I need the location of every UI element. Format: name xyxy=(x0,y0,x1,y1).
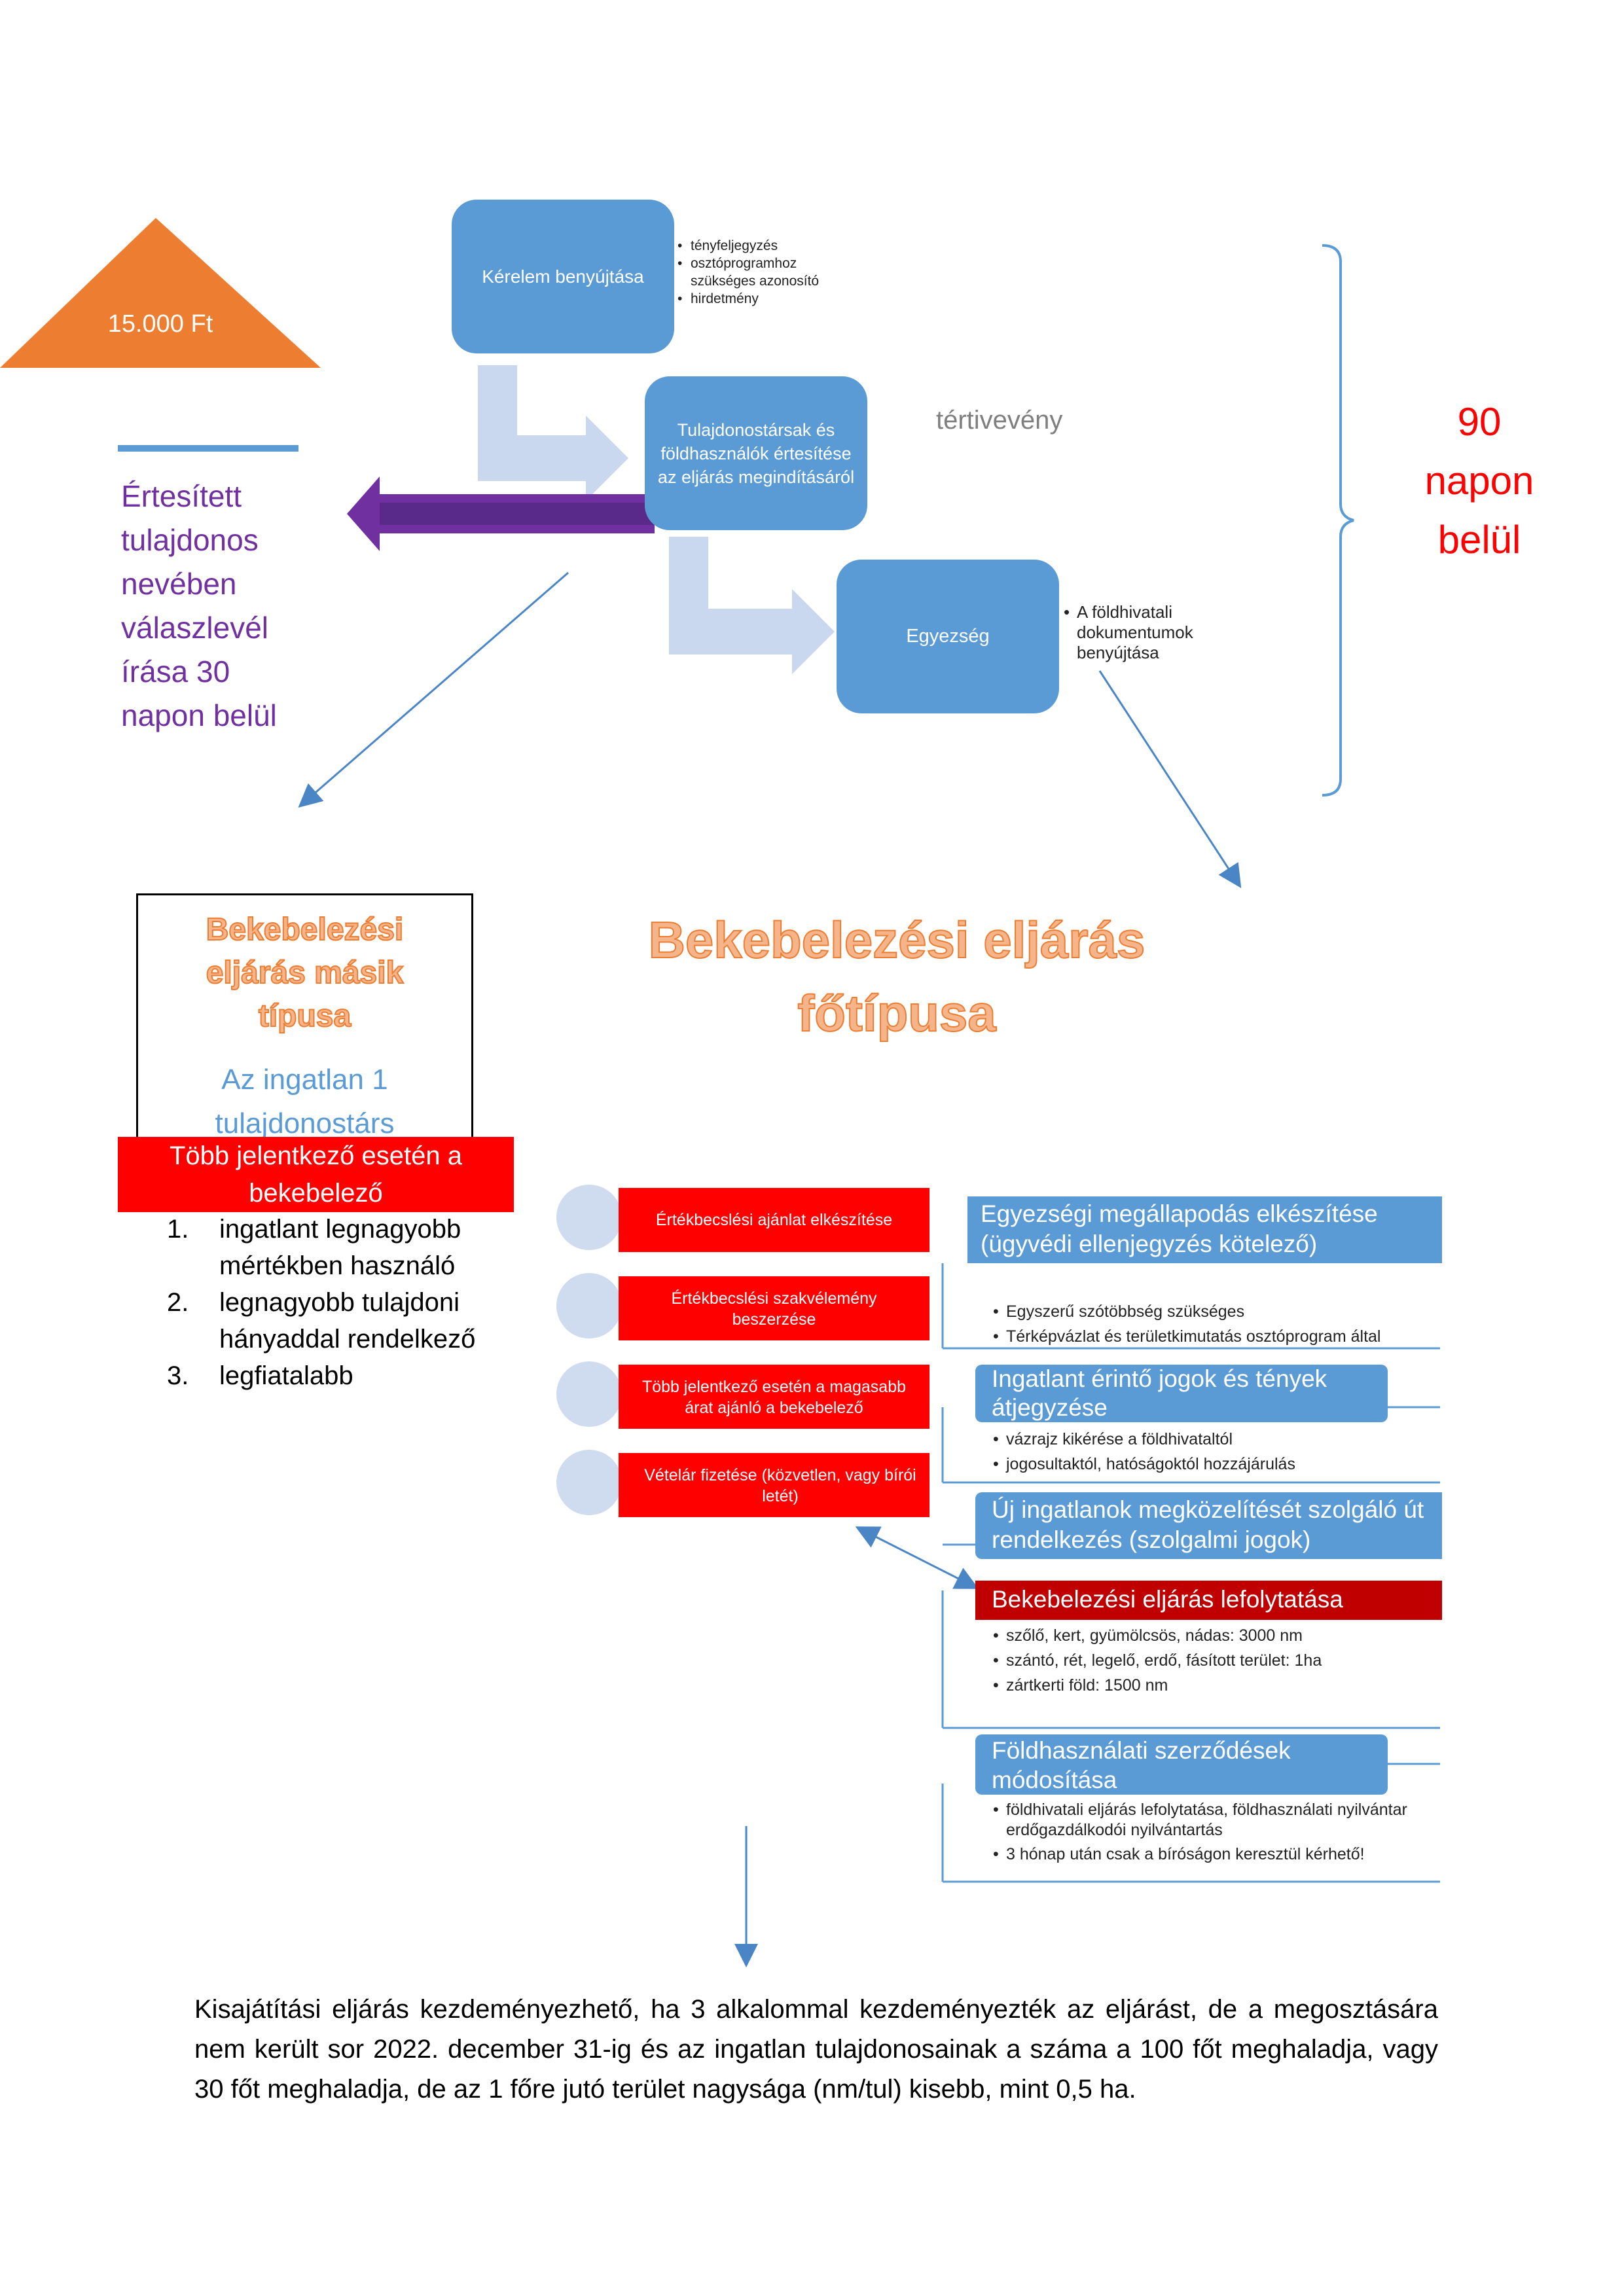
bullet-item: tényfeljegyzés xyxy=(677,237,848,255)
bullet-item: szántó, rét, legelő, erdő, fásított terü… xyxy=(993,1648,1438,1673)
divider-line xyxy=(118,445,298,452)
diag-arrow-right xyxy=(1098,670,1242,889)
rights-head: Ingatlant érintő jogok és tények átjegyz… xyxy=(975,1365,1388,1422)
brace xyxy=(1322,244,1354,797)
bullet-item: Térképvázlat és területkimutatás osztópr… xyxy=(993,1324,1438,1349)
bent-arrow-1 xyxy=(478,365,628,501)
access-head: Új ingatlanok megközelítését szolgáló út… xyxy=(975,1492,1442,1559)
notify-owners-box: Tulajdonostársak és földhasználók értesí… xyxy=(645,376,867,530)
other-type-list: 1. ingatlant legnagyobb mértékben haszná… xyxy=(167,1211,507,1394)
red-step: Több jelentkező esetén a magasabb árat a… xyxy=(619,1365,929,1429)
step-circle xyxy=(556,1185,622,1250)
list-number: 3. xyxy=(167,1361,189,1390)
bullet-item: szőlő, kert, gyümölcsös, nádas: 3000 nm xyxy=(993,1623,1438,1648)
list-item: 2. legnagyobb tulajdoni hányaddal rendel… xyxy=(167,1284,507,1357)
fee-label: 15.000 Ft xyxy=(107,310,213,338)
return-receipt-label: tértivevény xyxy=(936,406,1063,435)
submit-request-box: Kérelem benyújtása xyxy=(452,200,674,353)
step-circle xyxy=(556,1273,622,1338)
list-number: 1. xyxy=(167,1215,189,1244)
list-number: 2. xyxy=(167,1288,189,1317)
submit-request-label: Kérelem benyújtása xyxy=(482,266,644,287)
list-item: 3. legfiatalabb xyxy=(167,1357,507,1394)
double-arrow xyxy=(855,1526,979,1589)
list-text: legnagyobb tulajdoni hányaddal rendelkez… xyxy=(219,1288,476,1354)
bullet-item: osztóprogramhoz szükséges azonosító xyxy=(677,255,848,290)
fee-triangle xyxy=(0,218,321,368)
submit-bullets: tényfeljegyzés osztóprogramhoz szükséges… xyxy=(677,237,848,308)
main-type-title: Bekebelezési eljárás főtípusa xyxy=(648,910,1146,1043)
bullet-item: hirdetmény xyxy=(677,290,848,308)
deadline-line: napon xyxy=(1424,459,1534,503)
bullet-item: Egyszerű szótöbbség szükséges xyxy=(993,1299,1438,1324)
list-text: legfiatalabb xyxy=(219,1361,353,1390)
footer-text: Kisajátítási eljárás kezdeményezhető, ha… xyxy=(194,1995,1438,2104)
agreement-detail-bullets: Egyszerű szótöbbség szükséges Térképvázl… xyxy=(993,1299,1438,1349)
bullet-item: A földhivatali dokumentumok benyújtása xyxy=(1064,602,1214,663)
notify-owners-label: Tulajdonostársak és földhasználók értesí… xyxy=(657,420,855,487)
agreement-head: Egyezségi megállapodás elkészítése (ügyv… xyxy=(967,1196,1442,1263)
proc-head: Bekebelezési eljárás lefolytatása xyxy=(975,1581,1442,1620)
diag-arrow-left xyxy=(298,571,569,808)
bent-arrow-2 xyxy=(669,537,835,674)
agreement-bullets: A földhivatali dokumentumok benyújtása xyxy=(1064,602,1214,663)
other-type-box: Bekebelezési eljárás másik típusa Az ing… xyxy=(136,893,473,1141)
land-bullets: földhivatali eljárás lefolytatása, földh… xyxy=(993,1800,1445,1865)
list-item: 1. ingatlant legnagyobb mértékben haszná… xyxy=(167,1211,507,1284)
red-step: Vételár fizetése (közvetlen, vagy bírói … xyxy=(619,1453,929,1517)
red-step: Értékbecslési szakvélemény beszerzése xyxy=(619,1276,929,1340)
bullet-item: földhivatali eljárás lefolytatása, földh… xyxy=(993,1800,1445,1840)
bullet-item: vázrajz kikérése a földhivataltól xyxy=(993,1427,1438,1452)
list-text: ingatlant legnagyobb mértékben használó xyxy=(219,1215,461,1280)
red-step: Értékbecslési ajánlat elkészítése xyxy=(619,1188,929,1252)
land-head: Földhasználati szerződések módosítása xyxy=(975,1734,1388,1795)
deadline-line: 90 xyxy=(1457,400,1502,444)
proc-bullets: szőlő, kert, gyümölcsös, nádas: 3000 nm … xyxy=(993,1623,1438,1698)
red-bar-multiple-applicants: Több jelentkező esetén a bekebelező xyxy=(118,1137,514,1212)
agreement-box: Egyezség xyxy=(837,560,1059,713)
deadline-text: 90 napon belül xyxy=(1388,393,1571,569)
bullet-item: jogosultaktól, hatóságoktól hozzájárulás xyxy=(993,1452,1438,1477)
other-type-title: Bekebelezési eljárás másik típusa xyxy=(206,912,405,1034)
rights-bullets: vázrajz kikérése a földhivataltól jogosu… xyxy=(993,1427,1438,1477)
other-type-subtitle: Az ingatlan 1 tulajdonostárs tulajdonba … xyxy=(215,1064,395,1139)
bullet-item: zártkerti föld: 1500 nm xyxy=(993,1673,1438,1698)
deadline-line: belül xyxy=(1437,518,1521,562)
step-circle xyxy=(556,1361,622,1427)
agreement-label: Egyezség xyxy=(906,626,990,647)
bullet-item: 3 hónap után csak a bíróságon keresztül … xyxy=(993,1844,1445,1865)
notified-owner-text: Értesített tulajdonos nevében válaszlevé… xyxy=(121,479,277,732)
step-circle xyxy=(556,1450,622,1515)
